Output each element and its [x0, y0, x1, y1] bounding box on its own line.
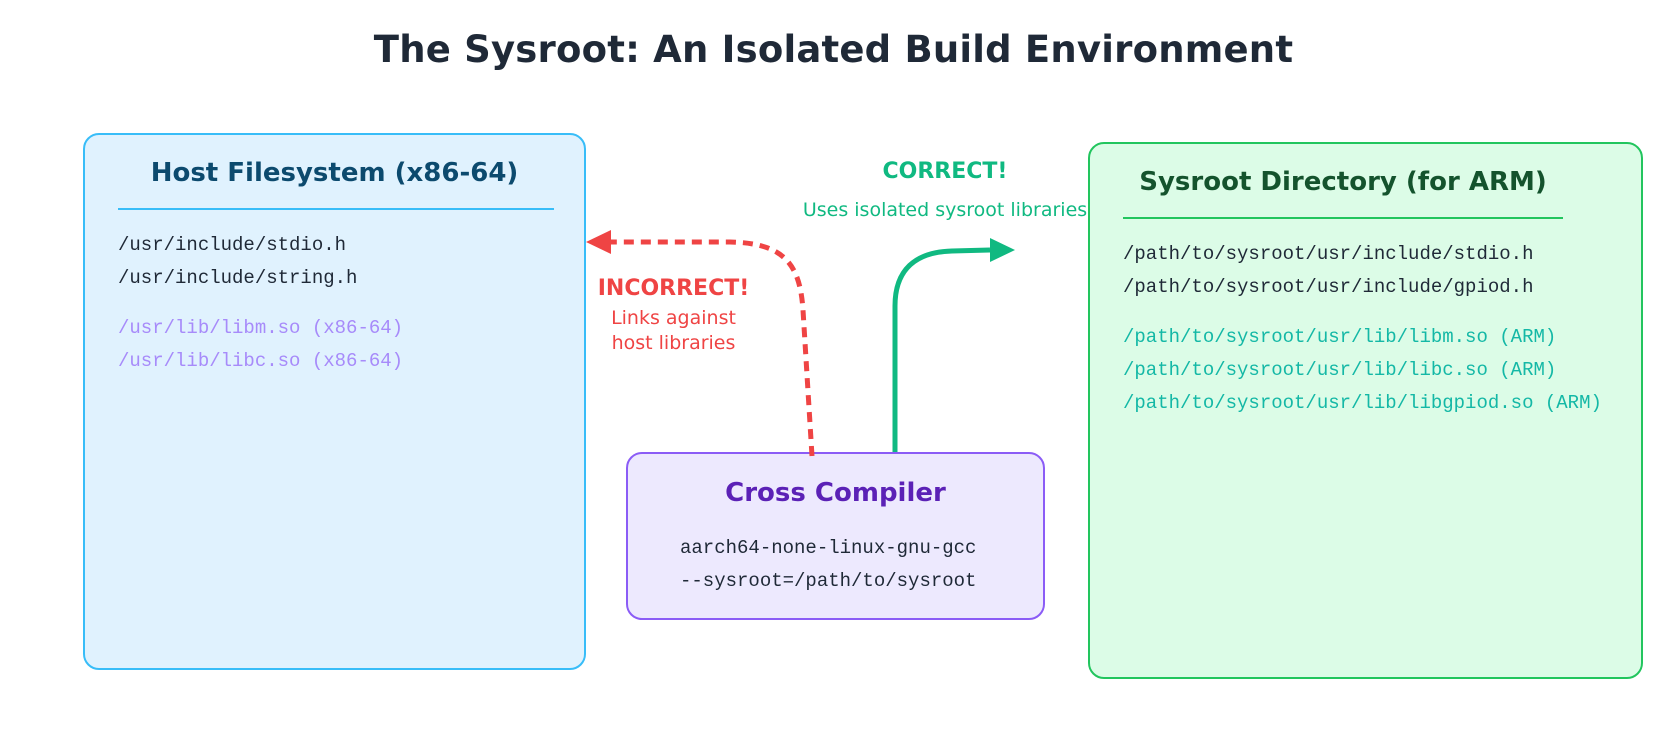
incorrect-label: INCORRECT!	[597, 276, 750, 301]
page-title: The Sysroot: An Isolated Build Environme…	[373, 28, 1294, 71]
sysroot-include-item: /path/to/sysroot/usr/include/gpiod.h	[1123, 276, 1534, 298]
incorrect-description-line: host libraries	[611, 332, 736, 354]
cross-compiler-title: Cross Compiler	[725, 478, 946, 508]
sysroot-include-item: /path/to/sysroot/usr/include/stdio.h	[1123, 243, 1534, 265]
host-filesystem-box: Host Filesystem (x86-64) /usr/include/st…	[83, 133, 586, 670]
incorrect-description-line: Links against	[611, 307, 736, 329]
correct-label: CORRECT!	[882, 159, 1008, 184]
host-library-item: /usr/lib/libc.so (x86-64)	[118, 350, 404, 372]
host-title-divider	[118, 208, 554, 210]
host-include-item: /usr/include/stdio.h	[118, 234, 347, 256]
host-library-list: /usr/lib/libm.so (x86-64) /usr/lib/libc.…	[118, 312, 403, 378]
host-filesystem-title: Host Filesystem (x86-64)	[150, 158, 519, 188]
incorrect-description: Links against host libraries	[596, 306, 751, 356]
host-include-item: /usr/include/string.h	[118, 267, 358, 289]
compiler-command-line: aarch64-none-linux-gnu-gcc	[680, 537, 977, 559]
sysroot-include-list: /path/to/sysroot/usr/include/stdio.h /pa…	[1123, 238, 1533, 304]
compiler-command-line: --sysroot=/path/to/sysroot	[680, 570, 977, 592]
sysroot-library-item: /path/to/sysroot/usr/lib/libgpiod.so (AR…	[1123, 392, 1602, 414]
cross-compiler-box: Cross Compiler aarch64-none-linux-gnu-gc…	[626, 452, 1045, 620]
sysroot-title-divider	[1123, 217, 1563, 219]
compiler-command: aarch64-none-linux-gnu-gcc --sysroot=/pa…	[680, 532, 976, 598]
incorrect-arrowhead-icon	[586, 230, 611, 254]
host-include-list: /usr/include/stdio.h /usr/include/string…	[118, 229, 357, 295]
sysroot-directory-box: Sysroot Directory (for ARM) /path/to/sys…	[1088, 142, 1643, 679]
incorrect-arrow-path	[610, 239, 815, 457]
sysroot-library-item: /path/to/sysroot/usr/lib/libc.so (ARM)	[1123, 359, 1557, 381]
correct-arrowhead-icon	[990, 238, 1015, 262]
host-library-item: /usr/lib/libm.so (x86-64)	[118, 317, 404, 339]
correct-arrow-path	[892, 247, 991, 452]
correct-description: Uses isolated sysroot libraries	[802, 199, 1088, 221]
sysroot-library-item: /path/to/sysroot/usr/lib/libm.so (ARM)	[1123, 326, 1557, 348]
sysroot-directory-title: Sysroot Directory (for ARM)	[1139, 167, 1547, 197]
sysroot-library-list: /path/to/sysroot/usr/lib/libm.so (ARM) /…	[1123, 321, 1602, 420]
